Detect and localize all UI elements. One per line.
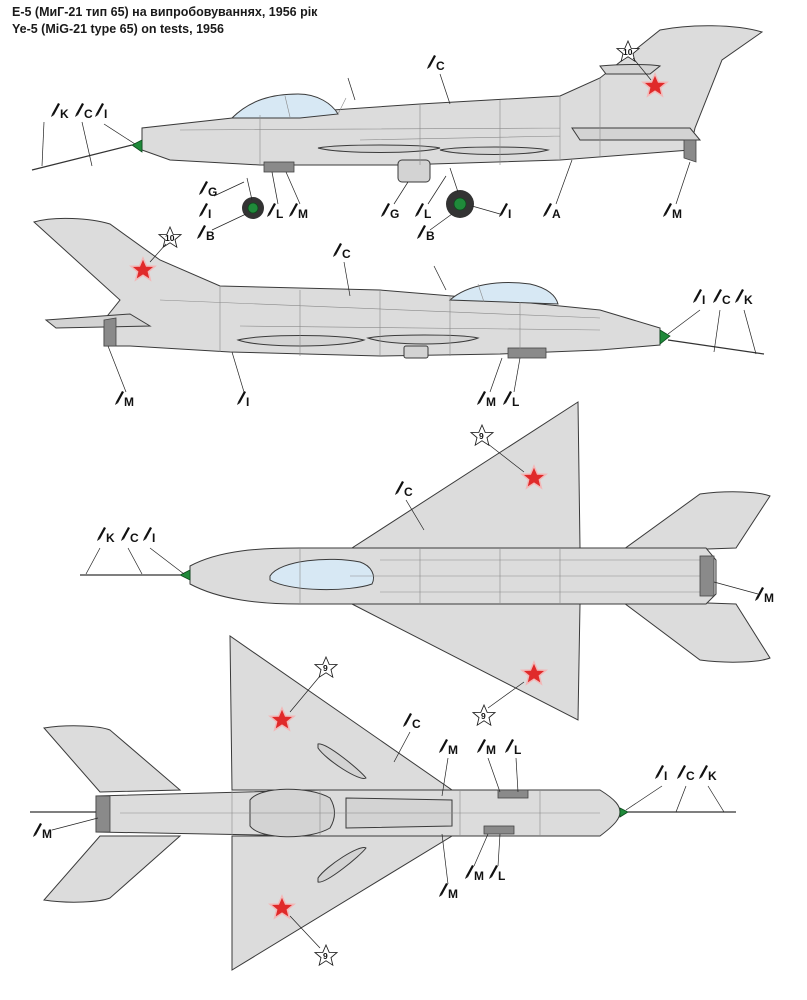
- svg-text:M: M: [448, 743, 458, 757]
- side-view-right: 10 C I C K M I M L: [32, 217, 765, 409]
- callout-i-lower: I: [237, 391, 249, 409]
- callout-g2: G: [381, 203, 399, 221]
- callout-l1: L: [267, 203, 283, 221]
- star-number-side-right: 10: [165, 233, 175, 243]
- bottom-view: 9 9 C M M L I C K M M L: [30, 635, 736, 971]
- svg-text:K: K: [744, 293, 753, 307]
- svg-text:I: I: [664, 769, 667, 783]
- callout-i: I: [693, 289, 705, 307]
- svg-text:I: I: [702, 293, 705, 307]
- title-ukrainian: Е-5 (МиГ-21 тип 65) на випробовуваннях, …: [12, 5, 318, 19]
- callout-g1: G: [199, 181, 217, 199]
- callout-i: I: [143, 527, 155, 545]
- callout-c-top: C: [427, 55, 445, 73]
- callout-k: K: [699, 765, 717, 783]
- svg-text:G: G: [208, 185, 217, 199]
- callout-b1: B: [197, 225, 215, 243]
- callout-c: C: [333, 243, 351, 261]
- svg-text:M: M: [486, 743, 496, 757]
- callout-k: K: [97, 527, 115, 545]
- star-number-bottom-upper: 9: [323, 663, 328, 673]
- callout-m: M: [755, 587, 774, 605]
- callout-i: I: [655, 765, 667, 783]
- svg-text:C: C: [412, 717, 421, 731]
- svg-text:C: C: [130, 531, 139, 545]
- callout-m-tail: M: [115, 391, 134, 409]
- svg-text:K: K: [708, 769, 717, 783]
- callout-a: A: [543, 203, 561, 221]
- svg-text:C: C: [686, 769, 695, 783]
- svg-text:M: M: [124, 395, 134, 409]
- star-number-top-upper: 9: [479, 431, 484, 441]
- star-number-top-lower: 9: [481, 711, 486, 721]
- callout-m2: M: [477, 739, 496, 757]
- svg-text:L: L: [514, 743, 521, 757]
- svg-text:M: M: [486, 395, 496, 409]
- svg-text:B: B: [206, 229, 215, 243]
- svg-text:B: B: [426, 229, 435, 243]
- callout-k: K: [51, 103, 69, 121]
- svg-text:M: M: [474, 869, 484, 883]
- svg-text:C: C: [436, 59, 445, 73]
- callout-i1: I: [199, 203, 211, 221]
- svg-text:M: M: [298, 207, 308, 221]
- callout-m1: M: [439, 739, 458, 757]
- svg-text:L: L: [498, 869, 505, 883]
- svg-text:C: C: [722, 293, 731, 307]
- svg-text:L: L: [512, 395, 519, 409]
- callout-m: M: [477, 391, 496, 409]
- side-view-left: 10 K C I C G I L M B G L I B A M: [31, 25, 764, 243]
- callout-c: C: [403, 713, 421, 731]
- callout-l1: L: [505, 739, 521, 757]
- svg-text:M: M: [448, 887, 458, 901]
- callout-k: K: [735, 289, 753, 307]
- callout-m-tail: M: [663, 203, 682, 221]
- callout-l: L: [503, 391, 519, 409]
- svg-text:L: L: [424, 207, 431, 221]
- svg-text:C: C: [342, 247, 351, 261]
- callout-i2: I: [499, 203, 511, 221]
- svg-text:G: G: [390, 207, 399, 221]
- callout-b2: B: [417, 225, 435, 243]
- callout-m-tail: M: [33, 823, 52, 841]
- svg-text:C: C: [84, 107, 93, 121]
- callout-c2: C: [121, 527, 139, 545]
- svg-text:A: A: [552, 207, 561, 221]
- callout-m3: M: [465, 865, 484, 883]
- svg-text:I: I: [104, 107, 107, 121]
- callout-l2: L: [415, 203, 431, 221]
- svg-text:M: M: [672, 207, 682, 221]
- svg-text:K: K: [60, 107, 69, 121]
- title-english: Ye-5 (MiG-21 type 65) on tests, 1956: [12, 22, 224, 36]
- svg-text:M: M: [42, 827, 52, 841]
- svg-text:M: M: [764, 591, 774, 605]
- callout-m4: M: [439, 883, 458, 901]
- svg-text:I: I: [152, 531, 155, 545]
- callout-i: I: [95, 103, 107, 121]
- callout-c: C: [75, 103, 93, 121]
- callout-m1: M: [289, 203, 308, 221]
- svg-text:C: C: [404, 485, 413, 499]
- svg-text:L: L: [276, 207, 283, 221]
- svg-text:K: K: [106, 531, 115, 545]
- callout-c2: C: [677, 765, 695, 783]
- top-view: 9 9 C K C I M: [80, 401, 774, 726]
- svg-text:I: I: [246, 395, 249, 409]
- svg-text:I: I: [208, 207, 211, 221]
- star-number-side-left: 10: [623, 47, 633, 57]
- svg-text:I: I: [508, 207, 511, 221]
- callout-c: C: [395, 481, 413, 499]
- callout-l2: L: [489, 865, 505, 883]
- callout-c2: C: [713, 289, 731, 307]
- star-number-bottom-lower: 9: [323, 951, 328, 961]
